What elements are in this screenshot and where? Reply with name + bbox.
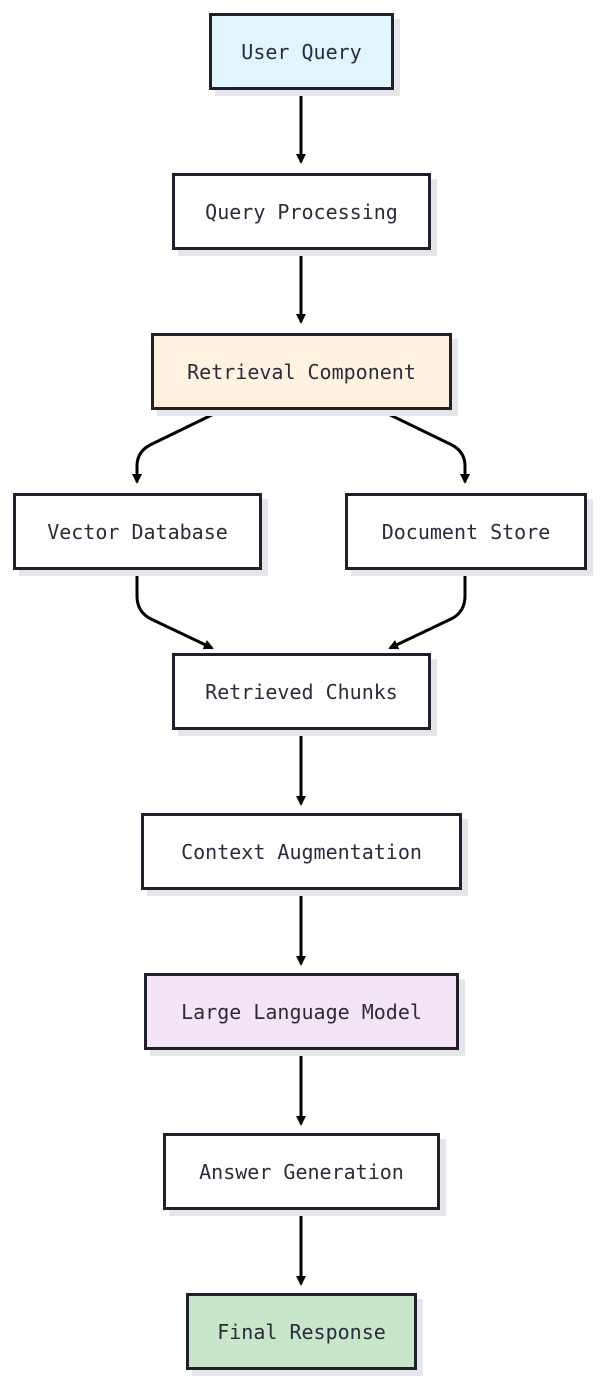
node-vector-database-label: Vector Database	[47, 519, 228, 544]
node-user-query: User Query	[209, 13, 394, 90]
node-large-language-model: Large Language Model	[144, 973, 459, 1050]
node-user-query-label: User Query	[241, 39, 362, 64]
node-retrieved-chunks-label: Retrieved Chunks	[205, 679, 398, 704]
node-vector-database: Vector Database	[13, 493, 262, 570]
node-document-store-label: Document Store	[381, 519, 551, 544]
edge-retrieval-component-to-vector-database	[132, 408, 223, 484]
node-query-processing: Query Processing	[172, 173, 431, 250]
node-final-response-label: Final Response	[217, 1319, 386, 1344]
node-context-augmentation: Context Augmentation	[141, 813, 462, 890]
node-retrieval-component-label: Retrieval Component	[187, 359, 416, 384]
node-retrieval-component: Retrieval Component	[151, 333, 452, 410]
node-answer-generation: Answer Generation	[163, 1133, 440, 1210]
node-final-response: Final Response	[186, 1293, 417, 1370]
node-query-processing-label: Query Processing	[205, 199, 398, 224]
node-context-augmentation-label: Context Augmentation	[181, 839, 422, 864]
node-large-language-model-label: Large Language Model	[181, 999, 422, 1024]
node-retrieved-chunks: Retrieved Chunks	[172, 653, 431, 730]
edge-document-store-to-retrieved-chunks	[388, 571, 467, 650]
edge-retrieval-component-to-document-store	[379, 408, 470, 484]
node-answer-generation-label: Answer Generation	[199, 1159, 404, 1184]
node-document-store: Document Store	[345, 493, 587, 570]
edge-vector-database-to-retrieved-chunks	[135, 571, 214, 650]
